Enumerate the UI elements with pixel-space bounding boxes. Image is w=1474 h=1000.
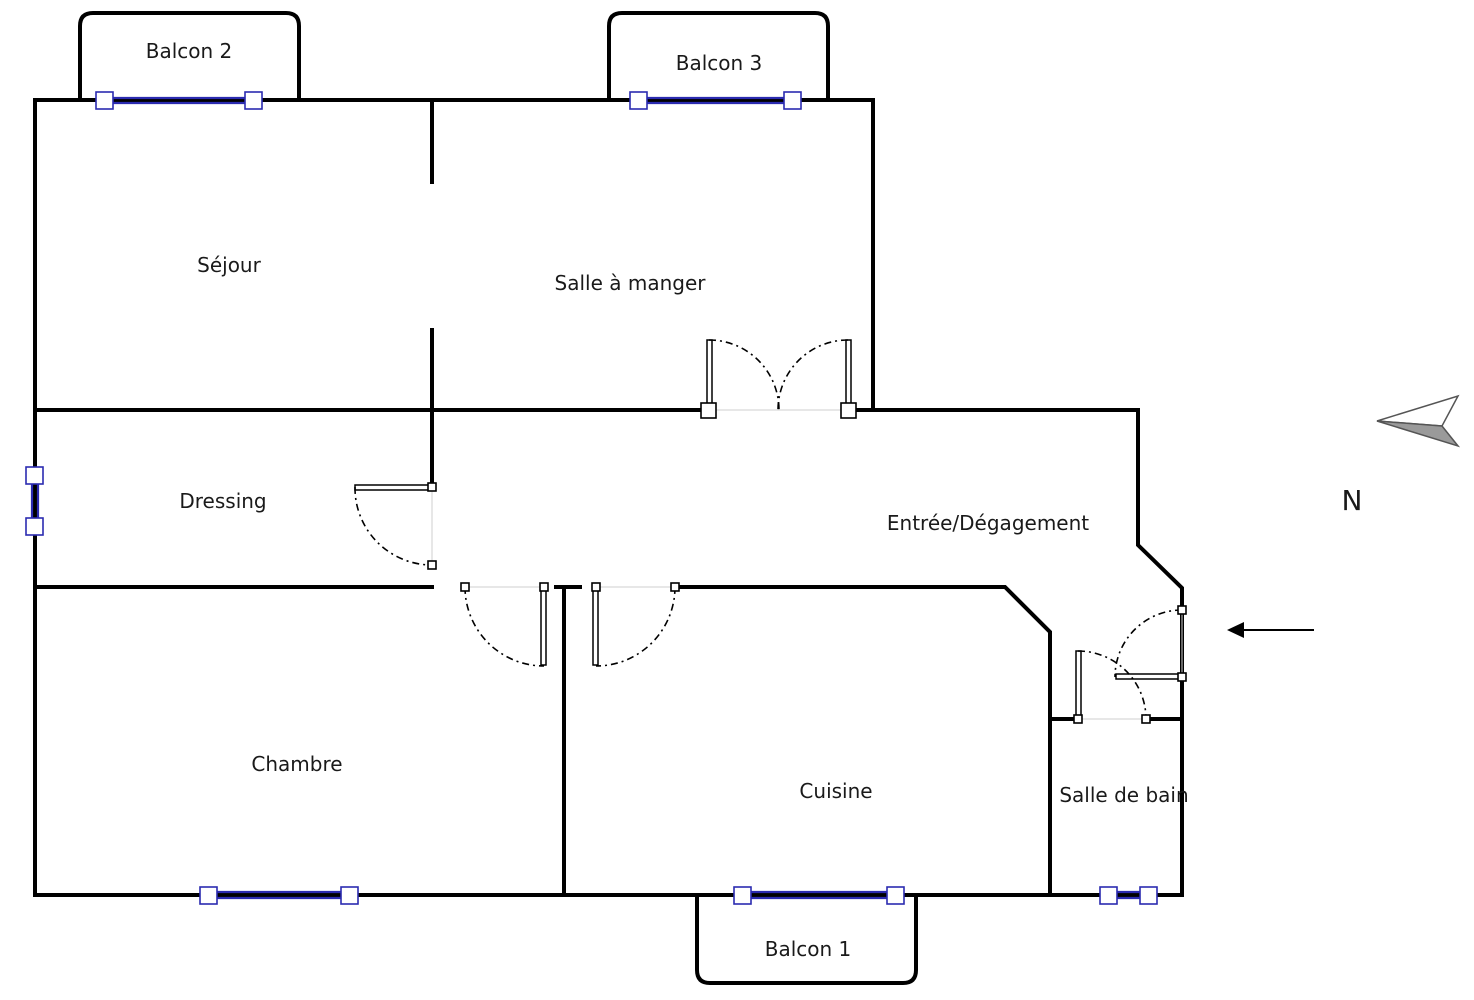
- door-entrance: [1114, 605, 1187, 682]
- window-chambre: [199, 886, 359, 905]
- label-balcon-2: Balcon 2: [146, 39, 233, 63]
- label-dressing: Dressing: [179, 489, 266, 513]
- compass-label: N: [1342, 484, 1363, 517]
- door-cuisine: [591, 582, 680, 667]
- door-chambre: [460, 582, 549, 667]
- window-balcon-2: [95, 91, 263, 110]
- label-balcon-3: Balcon 3: [676, 51, 763, 75]
- compass-north-icon: [1376, 394, 1461, 448]
- outer-walls: [33, 98, 1184, 897]
- balcon-1-outline: [695, 893, 918, 985]
- entrance-arrow-icon: [1227, 622, 1314, 638]
- door-dressing: [354, 482, 437, 570]
- window-dressing: [25, 466, 44, 536]
- window-salle-de-bain: [1099, 886, 1158, 905]
- interior-walls: [33, 98, 1184, 897]
- label-balcon-1: Balcon 1: [765, 937, 852, 961]
- window-balcon-1: [733, 886, 905, 905]
- label-salle-de-bain: Salle de bain: [1059, 783, 1188, 807]
- window-balcon-3: [629, 91, 802, 110]
- label-cuisine: Cuisine: [799, 779, 872, 803]
- label-sejour: Séjour: [197, 253, 261, 277]
- double-door-salle-a-manger: [700, 339, 857, 419]
- label-salle-a-manger: Salle à manger: [555, 271, 707, 295]
- label-chambre: Chambre: [251, 752, 342, 776]
- door-salle-de-bain: [1073, 650, 1151, 724]
- balcon-2-outline: [78, 11, 301, 102]
- balcon-3-outline: [607, 11, 830, 102]
- label-entree: Entrée/Dégagement: [887, 511, 1089, 535]
